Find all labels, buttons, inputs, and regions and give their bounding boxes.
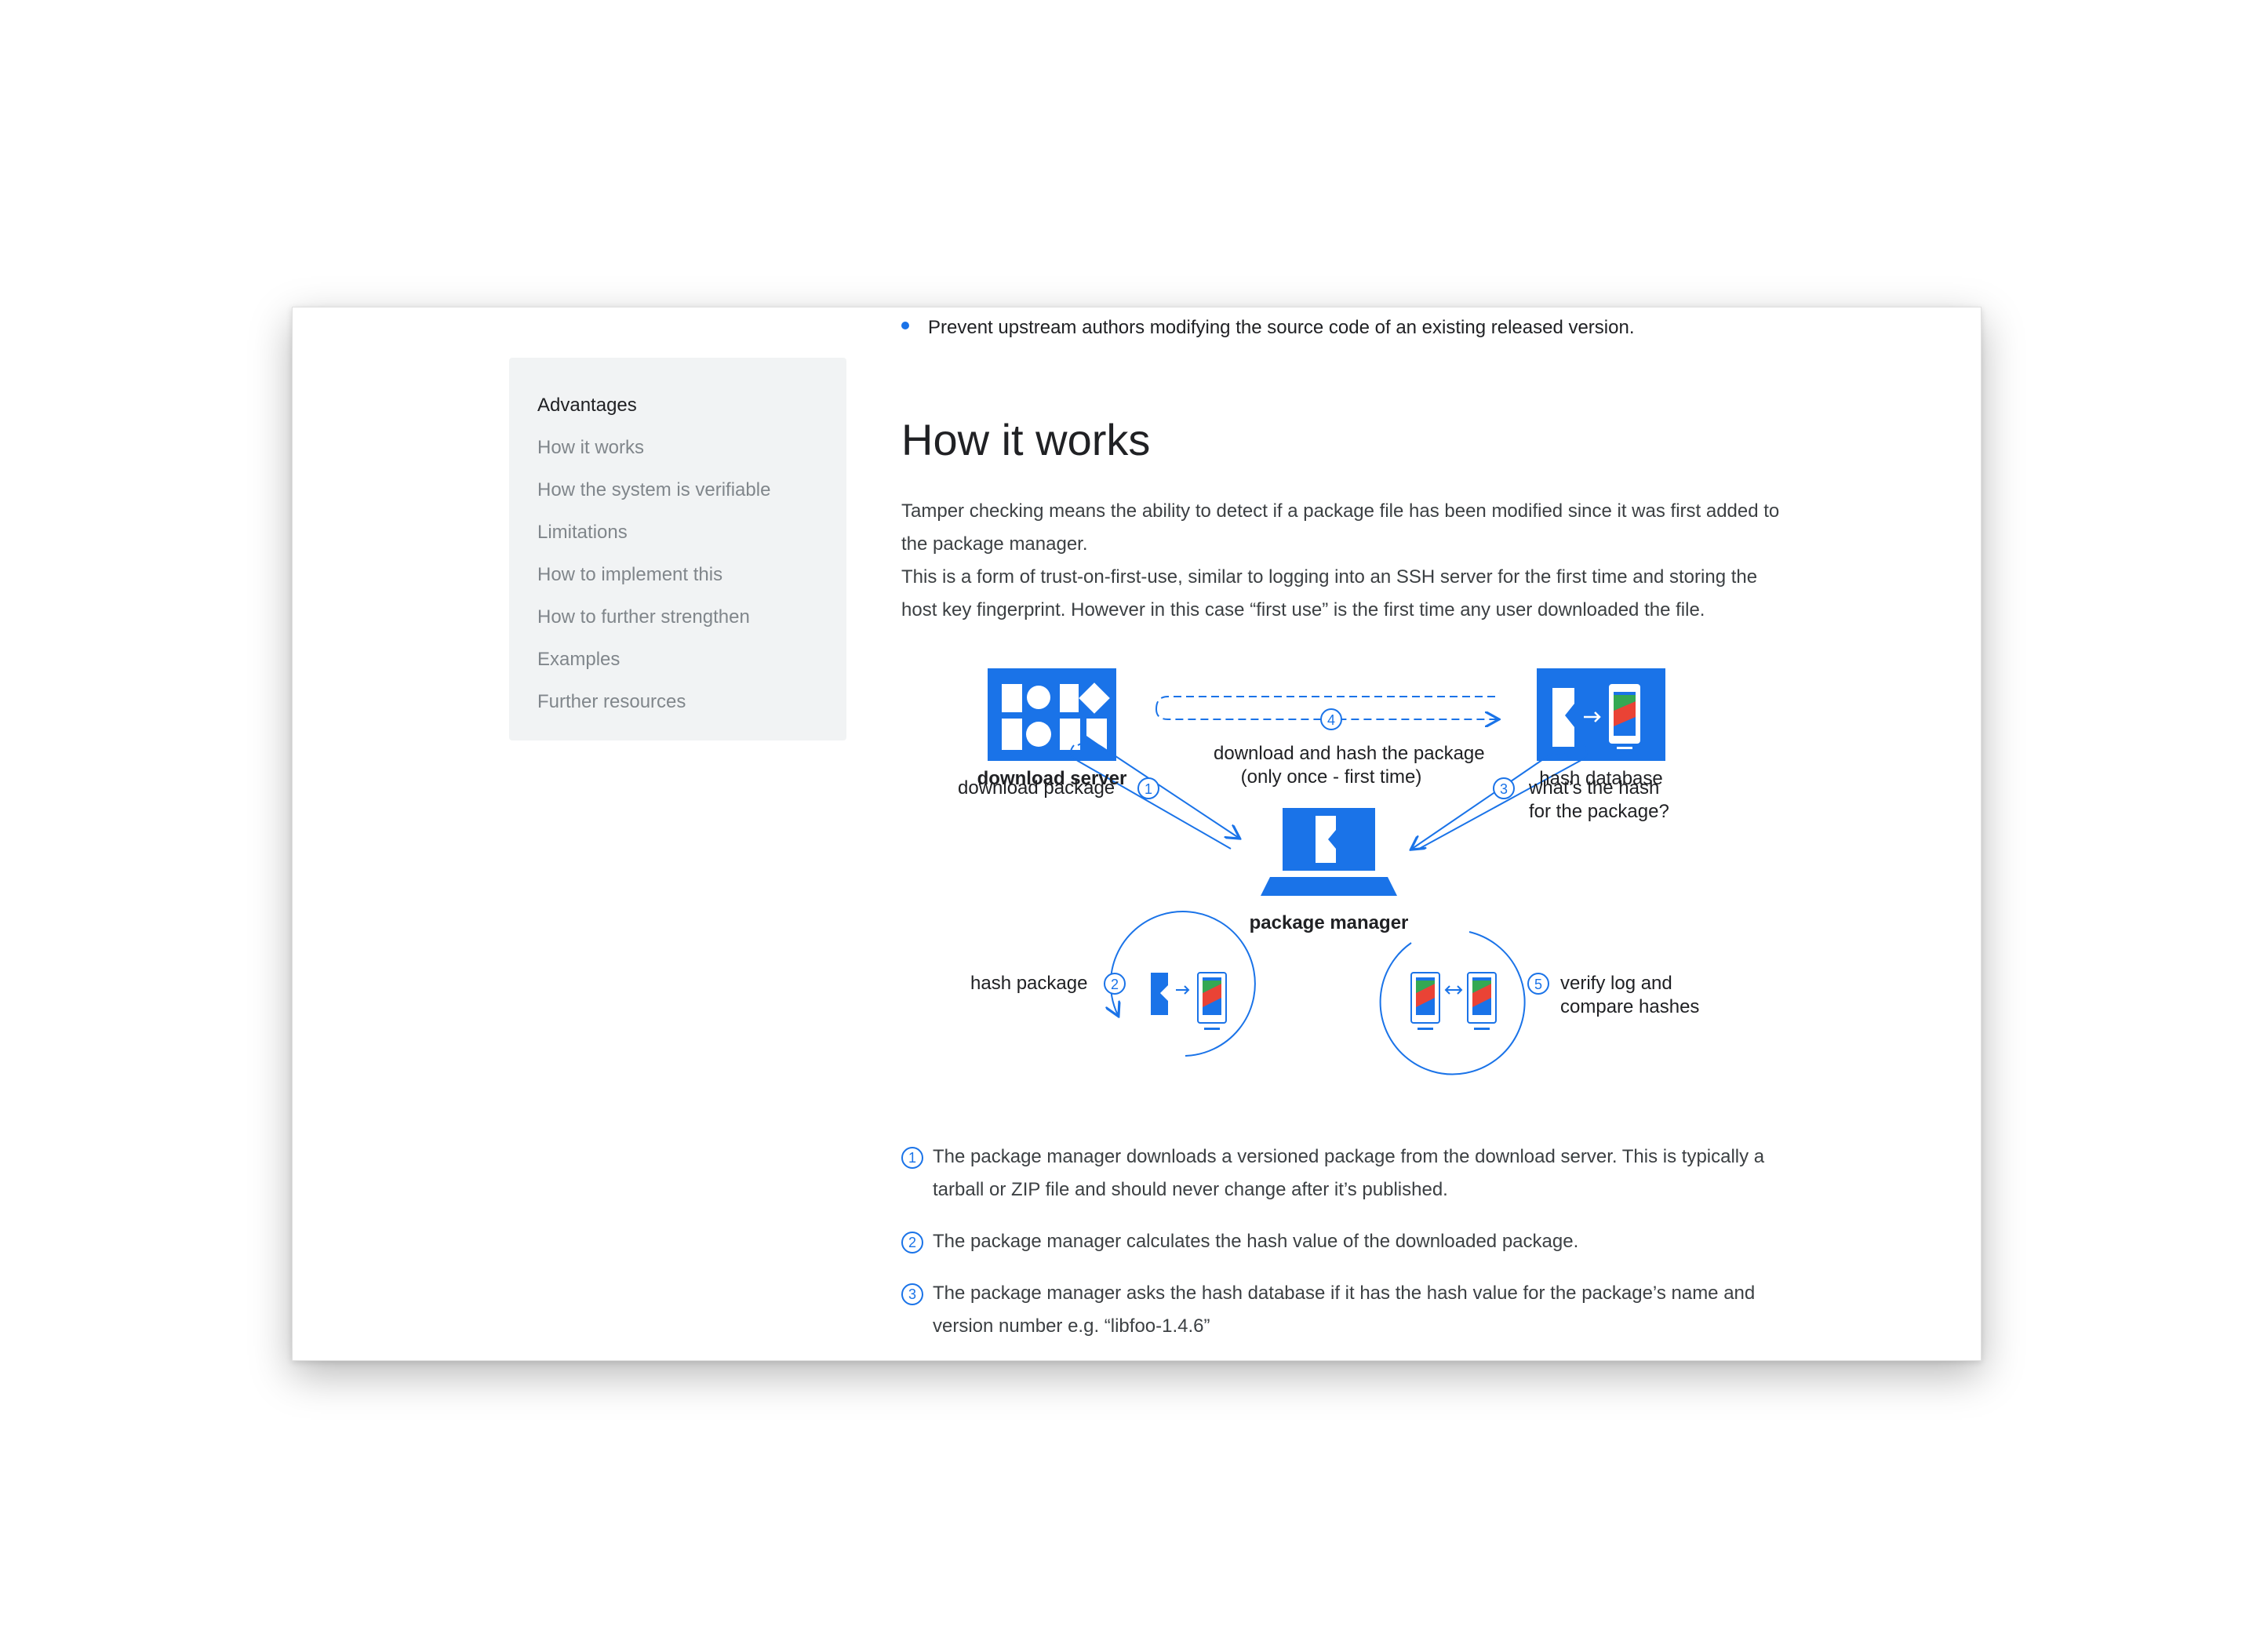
download-server-icon — [988, 668, 1116, 761]
step3-label-line1: what’s the hash — [1529, 777, 1660, 799]
browser-window: Advantages How it works How the system i… — [292, 307, 1982, 1361]
bullet-item: Prevent upstream authors modifying the s… — [901, 317, 1635, 339]
package-manager-label: package manager — [1249, 912, 1409, 933]
step-number: 1 — [901, 1147, 923, 1169]
toc-item-how-it-works[interactable]: How it works — [537, 437, 645, 458]
svg-text:3: 3 — [1500, 781, 1508, 797]
hash-database-icon — [1537, 668, 1665, 761]
step4-label-line1: download and hash the package — [1214, 743, 1485, 764]
toc-item-examples[interactable]: Examples — [537, 649, 620, 670]
toc-item-verifiable[interactable]: How the system is verifiable — [537, 479, 771, 500]
toc-item-further-resources[interactable]: Further resources — [537, 691, 686, 712]
intro-paragraph: Tamper checking means the ability to det… — [901, 500, 1780, 555]
svg-text:1: 1 — [1145, 781, 1152, 797]
step-text: The package manager calculates the hash … — [933, 1231, 1579, 1252]
trust-paragraph: This is a form of trust-on-first-use, si… — [901, 566, 1758, 620]
hash-database-label: hash database — [1539, 768, 1663, 789]
step4-label-line2: (only once - first time) — [1240, 766, 1422, 788]
step5-label-line2: compare hashes — [1560, 996, 1700, 1017]
hash-package-icon — [1151, 972, 1227, 1030]
svg-text:2: 2 — [1111, 977, 1119, 992]
step-item: 2 The package manager calculates the has… — [901, 1225, 1780, 1258]
svg-text:5: 5 — [1534, 977, 1542, 992]
bullet-dot — [901, 321, 909, 329]
laptop-icon — [1261, 808, 1397, 896]
step5-label-line1: verify log and — [1560, 973, 1672, 994]
step-item: 3 The package manager asks the hash data… — [901, 1277, 1780, 1343]
tamper-check-diagram: 4 1 3 2 — [901, 660, 1780, 1100]
step-text: The package manager downloads a versione… — [933, 1146, 1765, 1200]
toc-item-strengthen[interactable]: How to further strengthen — [537, 606, 750, 628]
step-text: The package manager asks the hash databa… — [933, 1283, 1756, 1337]
step2-label: hash package — [970, 973, 1088, 994]
toc-item-implement[interactable]: How to implement this — [537, 564, 723, 585]
svg-text:4: 4 — [1327, 712, 1335, 728]
step-number: 3 — [901, 1283, 923, 1305]
step3-label-line2: for the package? — [1529, 801, 1669, 822]
toc-item-limitations[interactable]: Limitations — [537, 522, 628, 543]
compare-hashes-icon — [1410, 972, 1497, 1030]
step-number: 2 — [901, 1232, 923, 1254]
step-item: 1 The package manager downloads a versio… — [901, 1141, 1780, 1206]
bullet-text: Prevent upstream authors modifying the s… — [928, 317, 1635, 338]
diagram-graphics: 4 1 3 2 — [988, 668, 1665, 1075]
section-heading: How it works — [901, 415, 1151, 464]
download-server-label: download server — [977, 768, 1127, 789]
toc-item-advantages[interactable]: Advantages — [537, 395, 637, 416]
table-of-contents: Advantages How it works How the system i… — [509, 358, 846, 740]
step1-label: download package — [958, 777, 1115, 799]
